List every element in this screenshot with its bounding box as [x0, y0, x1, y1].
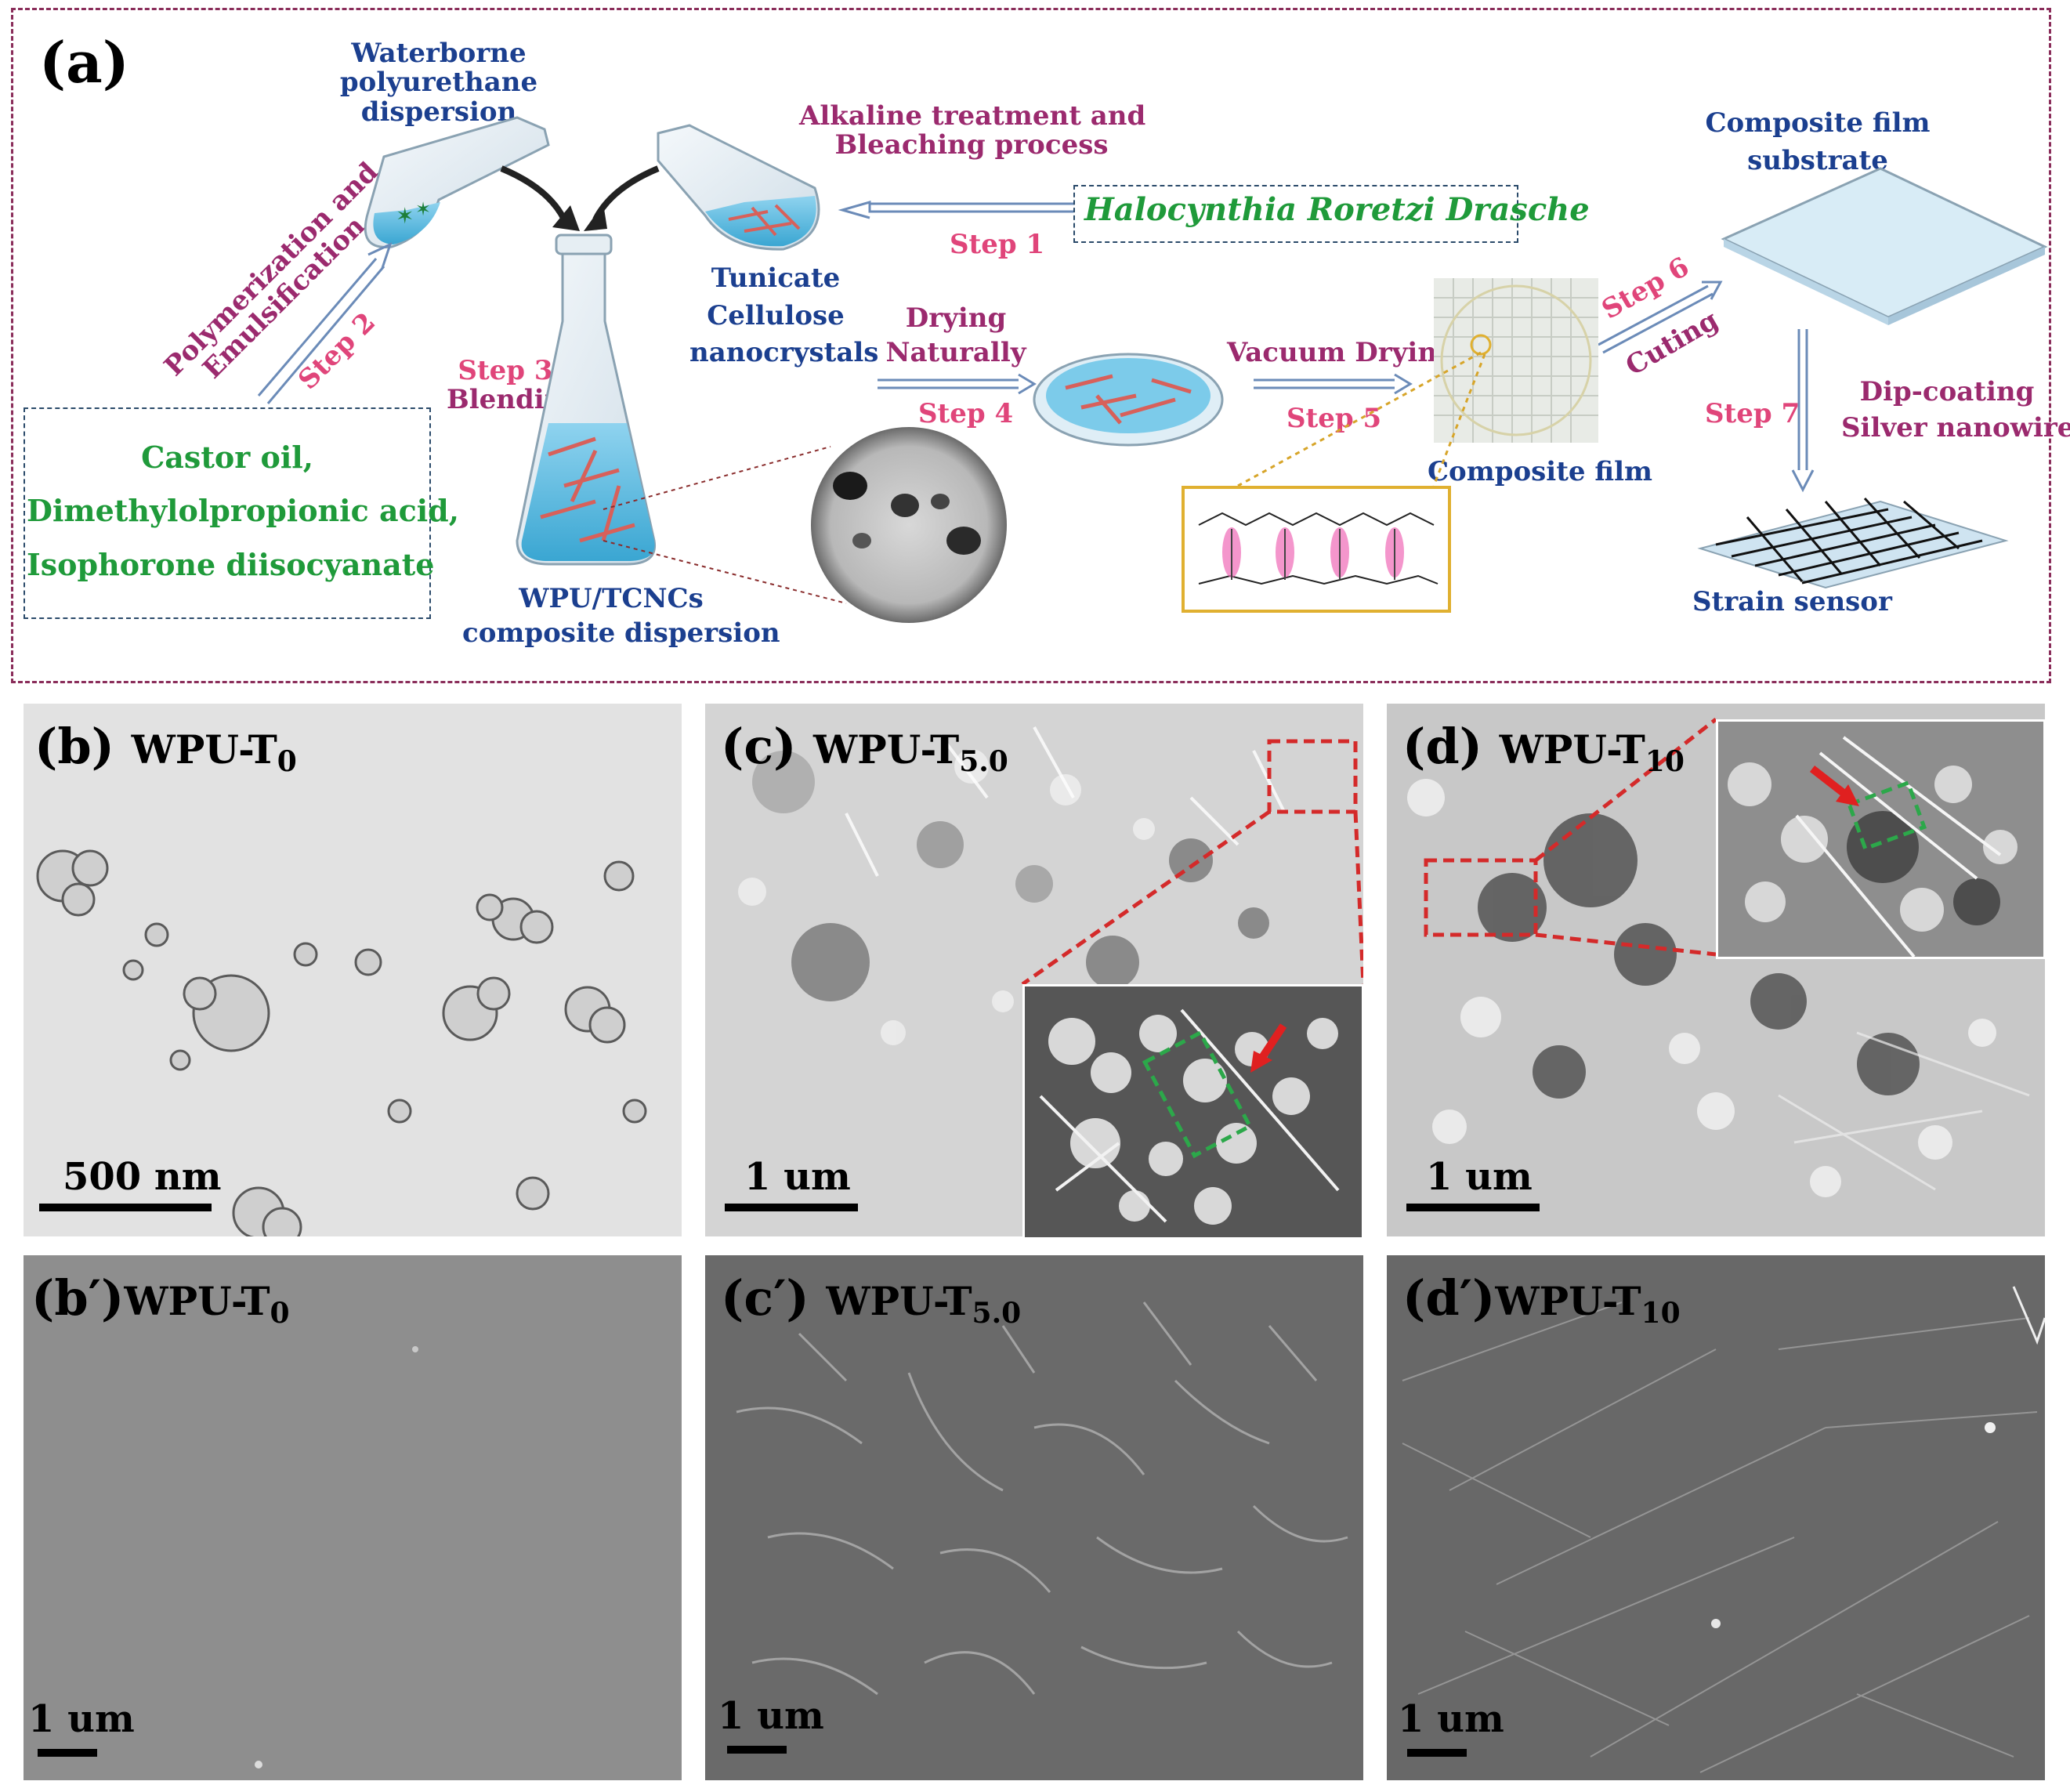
- alkaline-treatment-label: Alkaline treatment and Bleaching process: [799, 100, 1146, 161]
- panel-c-label: (c) WPU-T5.0: [721, 718, 1008, 778]
- panel-b-scale-label: 500 nm: [63, 1155, 222, 1199]
- pour-arrow-right: [592, 165, 660, 221]
- step4-label: Step 4: [918, 398, 1014, 429]
- panel-c-inset-green-box: [1142, 1030, 1253, 1159]
- strain-sensor-drawing: [1697, 497, 2009, 589]
- tcnc-flask: [657, 124, 820, 251]
- panel-a-label: (a): [39, 29, 129, 96]
- panel-c-highlight-box: [1267, 739, 1358, 814]
- tcnc-label: Tunicate Cellulose nanocrystals: [689, 262, 879, 369]
- panel-c2-scale-bar: [727, 1746, 787, 1754]
- panel-d-inset-texture: [1718, 722, 2043, 957]
- step1-label: Step 1: [950, 229, 1045, 260]
- panel-d-red-arrow: [1836, 784, 1859, 806]
- step5-label: Step 5: [1287, 403, 1382, 434]
- panel-c2-texture: [705, 1255, 1363, 1780]
- panel-c-red-arrow: [1250, 1051, 1272, 1073]
- panel-d-inset: [1716, 719, 2046, 959]
- panel-b2-label: (b′)WPU-T0: [31, 1269, 290, 1330]
- vacuum-drying-label: Vacuum Drying: [1227, 337, 1456, 368]
- raw-materials-box: [24, 407, 431, 619]
- panel-b2-scale-bar: [38, 1749, 97, 1757]
- molecular-structure: [1182, 486, 1451, 613]
- panel-c2-image: [705, 1255, 1363, 1780]
- panel-b2-texture: [24, 1255, 682, 1780]
- process-arrows: [257, 201, 1815, 493]
- panel-b-label: (b) WPU-T0: [34, 718, 297, 778]
- panel-d2-label: (d′)WPU-T10: [1402, 1269, 1681, 1330]
- composite-film-photo: [1434, 278, 1598, 443]
- panel-b-image: [24, 704, 682, 1236]
- panel-d-inset-green-box: [1846, 780, 1927, 852]
- panel-d-highlight-box: [1424, 858, 1538, 937]
- svg-text:✶: ✶: [396, 203, 414, 229]
- tem-zoom-lines: [603, 446, 847, 604]
- panel-c-inset: [1022, 984, 1364, 1240]
- panel-c-scale-label: 1 um: [744, 1155, 851, 1199]
- substrate-label: Composite film substrate: [1705, 107, 1931, 176]
- panel-d-scale-label: 1 um: [1426, 1155, 1533, 1199]
- panel-d2-scale-label: 1 um: [1398, 1697, 1504, 1741]
- raw-materials-label: Castor oil, Dimethylolpropionic acid, Is…: [27, 440, 459, 582]
- panel-d2-image: [1387, 1255, 2045, 1780]
- panel-c2-scale-label: 1 um: [718, 1694, 824, 1738]
- panel-d2-scale-bar: [1407, 1749, 1467, 1757]
- composite-film-substrate: [1721, 167, 2048, 325]
- dipcoating-label: Dip-coating Silver nanowires: [1841, 376, 2070, 443]
- wpu-tcnc-label: WPU/TCNCs composite dispersion: [462, 583, 780, 650]
- wpu-flask: ✶ ✶: [364, 116, 550, 248]
- panel-b2-image: [24, 1255, 682, 1780]
- panel-c2-label: (c′) WPU-T5.0: [721, 1269, 1022, 1330]
- panel-c-inset-texture: [1025, 987, 1362, 1237]
- panel-b-scale-bar: [39, 1204, 212, 1211]
- pour-arrow-left: [500, 165, 567, 221]
- wpu-dispersion-label: Waterborne polyurethane dispersion: [339, 38, 538, 128]
- panel-d2-texture: [1387, 1255, 2045, 1780]
- svg-text:✶: ✶: [415, 198, 431, 220]
- halocynthia-label: Halocynthia Roretzi Drasche: [1084, 191, 1590, 228]
- petri-dish: [1033, 353, 1224, 447]
- halocynthia-box: [1073, 185, 1518, 243]
- tem-inset-circle: [811, 427, 1007, 623]
- panel-d-scale-bar: [1406, 1204, 1540, 1211]
- panel-b2-scale-label: 1 um: [28, 1697, 135, 1741]
- erlenmeyer-flask: [516, 234, 657, 566]
- panel-c-scale-bar: [725, 1204, 858, 1211]
- panel-d-label: (d) WPU-T10: [1402, 718, 1685, 778]
- panel-b-texture: [24, 704, 682, 1236]
- composite-film-label: Composite film: [1428, 456, 1653, 487]
- step7-label: Step 7: [1705, 398, 1800, 429]
- strain-sensor-label: Strain sensor: [1692, 586, 1892, 617]
- drying-naturally-label: Drying Naturally: [885, 302, 1026, 369]
- scheme-frame: [11, 8, 2051, 683]
- scheme-drawings: ✶ ✶: [257, 116, 2048, 623]
